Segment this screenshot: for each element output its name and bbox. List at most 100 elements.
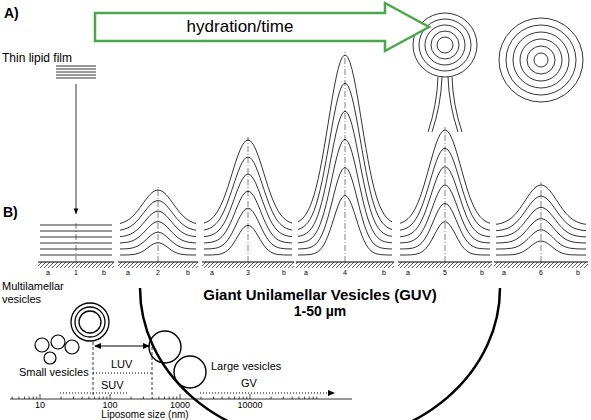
neck: [452, 77, 462, 132]
step-label: b: [102, 269, 106, 277]
lipid-bilayer: [496, 219, 586, 243]
axis-tick: [239, 397, 240, 400]
axis-tick: [94, 397, 95, 400]
step-label: 3: [246, 269, 250, 277]
substrate-hatch: [38, 262, 114, 268]
step-label: a: [304, 269, 308, 277]
step-label: b: [576, 269, 580, 277]
axis-tick: [169, 397, 170, 400]
step-label: b: [282, 269, 286, 277]
lipid-bilayer: [400, 222, 490, 255]
axis-tick: [12, 397, 13, 400]
lipid-bilayer: [400, 185, 490, 243]
lipid-bilayer: [40, 243, 112, 244]
axis-tick: [99, 397, 100, 400]
lamella: [71, 303, 109, 341]
axis-tick: [103, 397, 104, 400]
center-line: [76, 222, 77, 262]
axis-tick: [243, 397, 244, 400]
gv-range: [200, 393, 335, 394]
axis-tick: [309, 397, 310, 400]
lipid-bilayer: [400, 149, 490, 231]
lipid-bilayer: [120, 232, 196, 249]
axis-tick: [292, 397, 293, 400]
lipid-bilayer: [40, 237, 112, 238]
axis-tick: [298, 397, 299, 400]
lipid-bilayer: [40, 255, 112, 256]
axis-tick: [246, 397, 247, 400]
substrate-hatch: [202, 262, 294, 268]
lipid-bilayer: [120, 243, 196, 255]
film-layer: [56, 69, 96, 70]
neck: [448, 77, 458, 132]
substrate-hatch: [118, 262, 198, 268]
axis-tick: [29, 397, 30, 400]
lipid-bilayer: [496, 196, 586, 230]
axis-tick: [176, 397, 177, 400]
lipid-bilayer: [204, 174, 292, 237]
axis-tick: [180, 394, 181, 399]
step-label: a: [406, 269, 410, 277]
lipid-bilayer: [496, 230, 586, 249]
lipid-bilayer: [40, 225, 112, 226]
lipid-bilayer: [400, 167, 490, 237]
luv-range: [93, 372, 152, 373]
lipid-bilayer: [120, 211, 196, 237]
substrate-hatch: [296, 262, 394, 268]
lipid-bilayer: [40, 231, 112, 232]
axis-tick: [158, 397, 159, 400]
film-layer: [56, 72, 96, 73]
text-label: LUV: [110, 358, 133, 370]
neck: [428, 77, 438, 132]
text-label: SUV: [100, 379, 125, 391]
step-label: a: [46, 269, 50, 277]
axis-tick: [36, 397, 37, 400]
step-label: a: [126, 269, 130, 277]
text-label: Small vesicles: [18, 366, 90, 378]
guv-outline: [140, 288, 500, 420]
axis-tick: [106, 397, 107, 400]
step-label: b: [186, 269, 190, 277]
lipid-bilayer: [298, 168, 392, 249]
lipid-bilayer: [298, 112, 392, 237]
lipid-bilayer: [204, 208, 292, 249]
substrate-hatch: [398, 262, 492, 268]
lamella: [75, 307, 105, 337]
film-layer: [56, 75, 96, 76]
center-line: [445, 127, 446, 262]
center-line: [248, 137, 249, 262]
neck: [432, 77, 442, 132]
lipid-bilayer: [298, 83, 392, 229]
panel-label: B): [3, 205, 18, 220]
lipid-bilayer: [120, 190, 196, 224]
text-label: Large vesicles: [210, 360, 282, 372]
lipid-bilayer: [40, 249, 112, 250]
axis-tick: [152, 397, 153, 400]
axis-tick: [234, 397, 235, 400]
axis-tick: [316, 397, 317, 400]
lipid-bilayer: [120, 222, 196, 243]
lipid-bilayer: [400, 130, 490, 223]
bud-bilayer: [437, 37, 453, 53]
node-text: 1-50 µm: [140, 303, 500, 319]
green-arrow: [95, 3, 429, 51]
lipid-bilayer: [204, 157, 292, 230]
vesicle-bilayer: [527, 46, 555, 74]
axis-title: Liposome size (nm): [101, 409, 188, 420]
bud-bilayer: [425, 25, 465, 65]
film-arrow: [76, 84, 77, 214]
vesicle-bilayer: [506, 25, 576, 95]
small-vesicle: [44, 352, 56, 364]
lipid-bilayer: [120, 201, 196, 231]
lipid-bilayer: [204, 140, 292, 223]
step-label: b: [382, 269, 386, 277]
bud-bilayer: [431, 31, 459, 59]
vesicle-bilayer: [513, 32, 569, 88]
size-bound: [152, 342, 153, 396]
axis-tick: [222, 397, 223, 400]
axis-tick: [143, 397, 144, 400]
step-label: 1: [74, 269, 78, 277]
film-layer: [56, 78, 96, 79]
lipid-bilayer: [496, 185, 586, 224]
